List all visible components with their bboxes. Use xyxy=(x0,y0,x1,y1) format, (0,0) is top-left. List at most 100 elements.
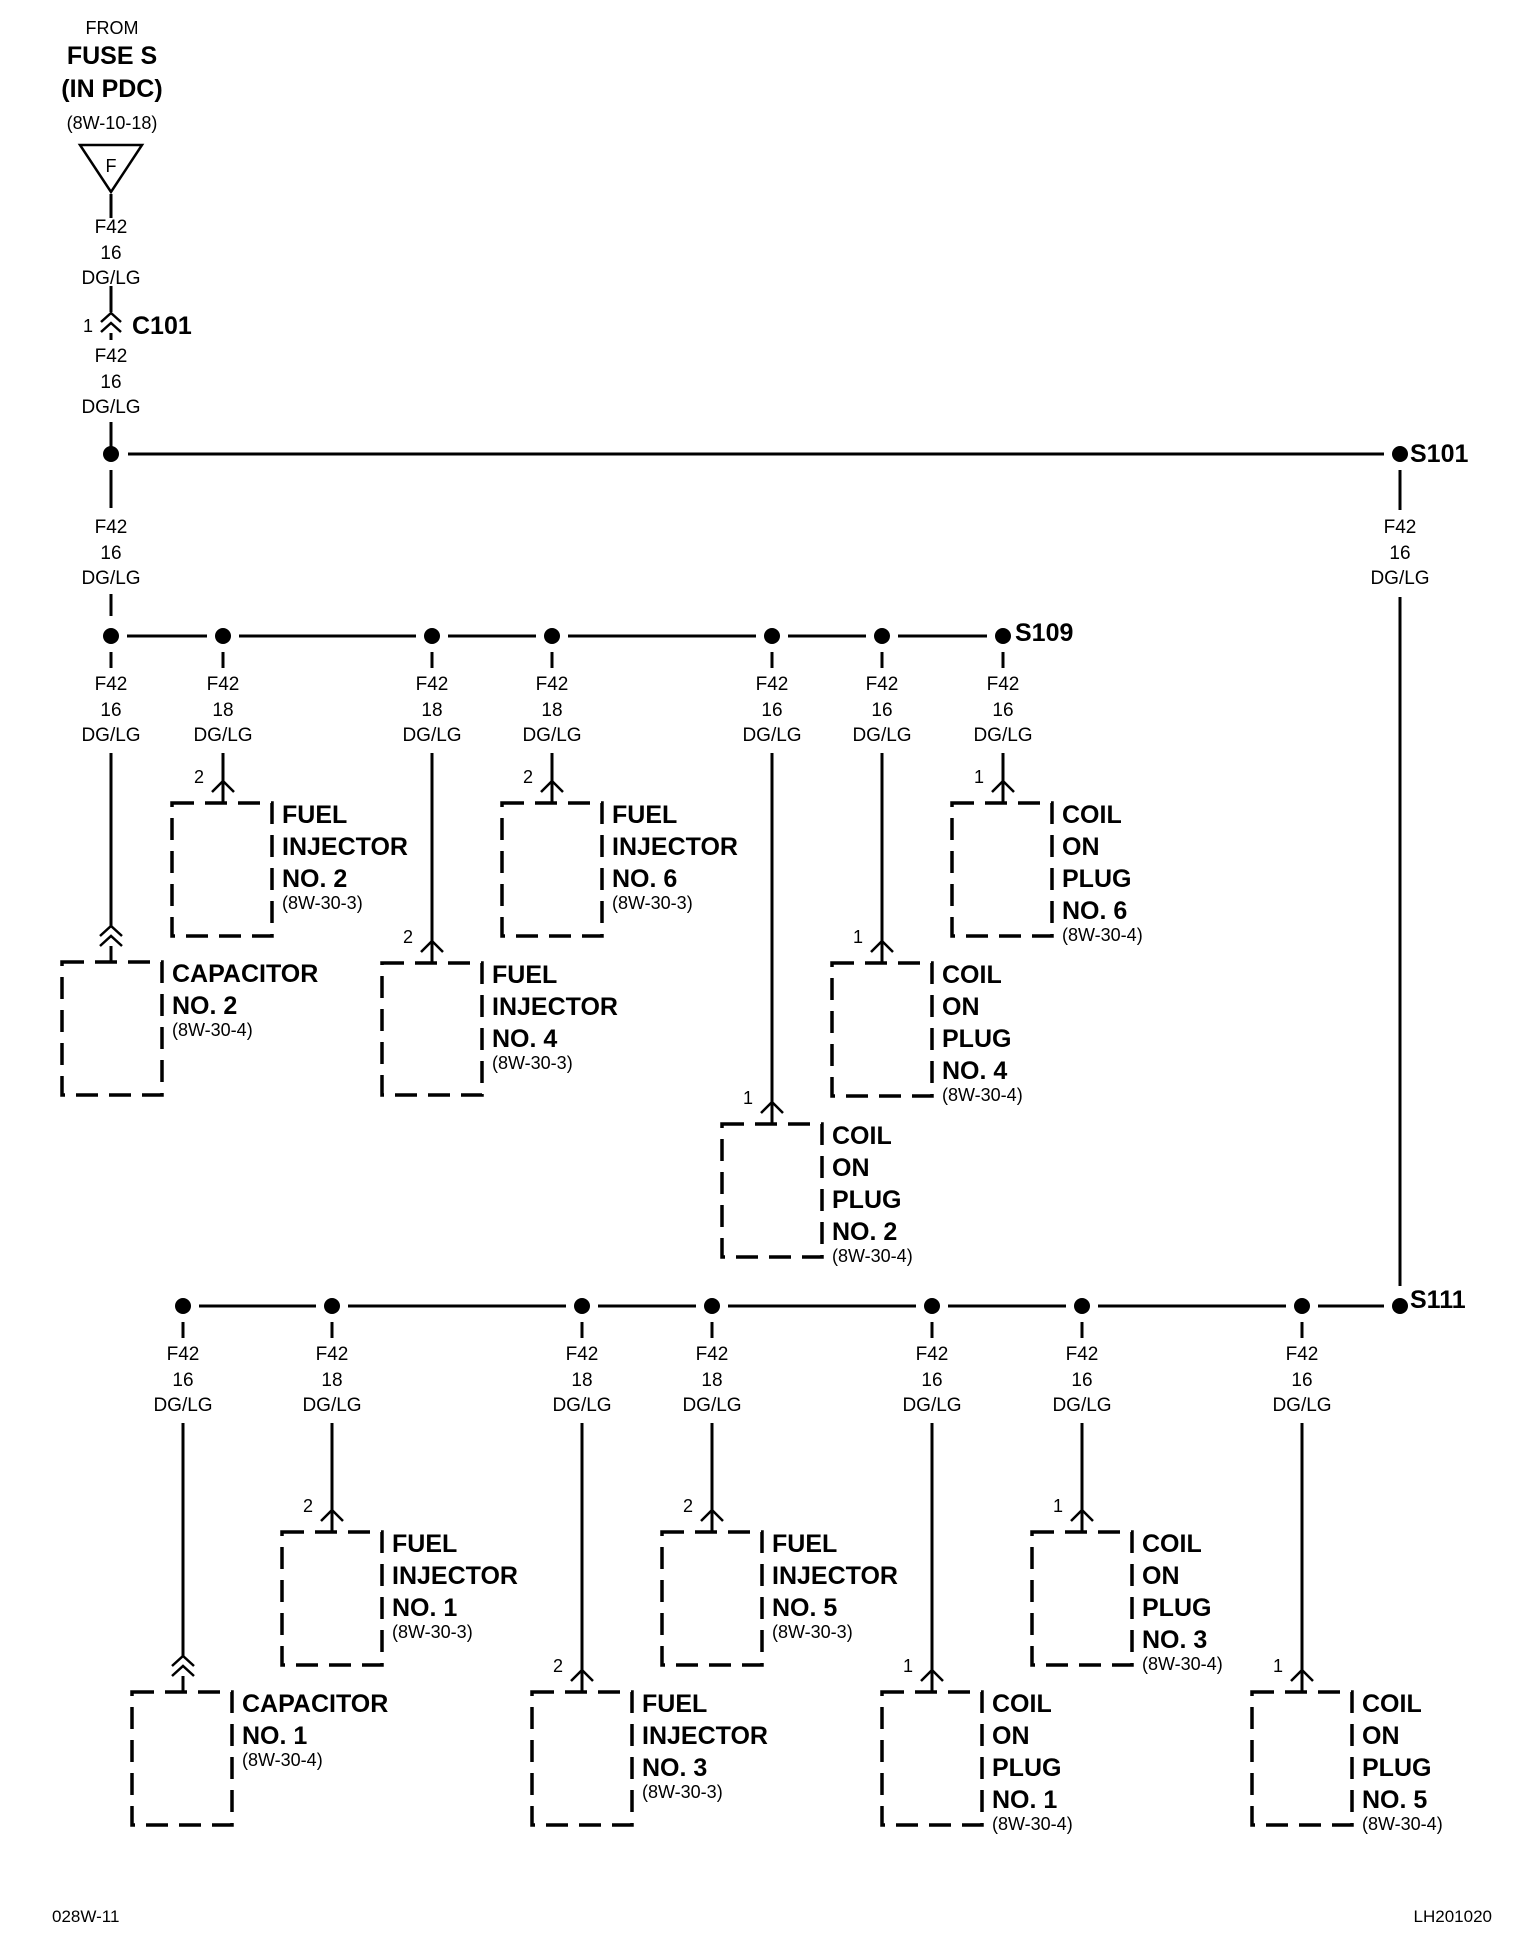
component-inj2-name-line: NO. 2 xyxy=(282,865,347,893)
component-cop6-ref: (8W-30-4) xyxy=(1062,925,1143,945)
component-cop4-name-line: ON xyxy=(942,993,980,1021)
wire-label-below-s101-left-gauge: 16 xyxy=(100,543,121,564)
footer-right: LH201020 xyxy=(1414,1907,1492,1926)
component-cop3-ref: (8W-30-4) xyxy=(1142,1654,1223,1674)
splice-s111-label: S111 xyxy=(1410,1286,1466,1314)
splice-s101-dot xyxy=(1392,446,1408,462)
drop-cop3-connector-icon xyxy=(1070,1508,1094,1522)
drop-cop1-connector-icon xyxy=(920,1668,944,1682)
splice-s109-dot xyxy=(424,628,440,644)
drop-inj4-pin: 2 xyxy=(403,927,413,947)
drop-inj5-wire-label-gauge: 18 xyxy=(701,1370,722,1391)
splice-s111-dot xyxy=(1074,1298,1090,1314)
drop-inj2-pin: 2 xyxy=(194,767,204,787)
component-cop1-name-line: PLUG xyxy=(992,1754,1061,1782)
drop-cop1-wire-label-circuit: F42 xyxy=(916,1344,949,1365)
splice-s109-dot xyxy=(764,628,780,644)
component-inj1-ref: (8W-30-3) xyxy=(392,1622,473,1642)
component-cop4-ref: (8W-30-4) xyxy=(942,1085,1023,1105)
component-cop1-box xyxy=(880,1690,984,1827)
component-inj3-name-line: FUEL xyxy=(642,1690,707,1718)
component-inj2-box xyxy=(170,801,274,938)
drop-cop3-wire-label-color: DG/LG xyxy=(1052,1395,1111,1416)
component-inj1-name-line: INJECTOR xyxy=(392,1562,518,1590)
wire-label-below-s101-right-gauge: 16 xyxy=(1389,543,1410,564)
drop-cap1-connector-icon xyxy=(171,1654,195,1677)
drop-inj3-wire-label-circuit: F42 xyxy=(566,1344,599,1365)
drop-cop5-wire-label-gauge: 16 xyxy=(1291,1370,1312,1391)
component-cop4-name-line: NO. 4 xyxy=(942,1057,1007,1085)
wire-label-below-s101-left-color: DG/LG xyxy=(81,568,140,589)
component-inj2-name-line: FUEL xyxy=(282,801,347,829)
splice-s101-left-dot xyxy=(103,446,119,462)
component-inj4-name-line: FUEL xyxy=(492,961,557,989)
component-cop6-name-line: ON xyxy=(1062,833,1100,861)
component-inj3-ref: (8W-30-3) xyxy=(642,1782,723,1802)
drop-cop5-pin: 1 xyxy=(1273,1656,1283,1676)
drop-inj5-wire-label-color: DG/LG xyxy=(682,1395,741,1416)
component-cap2-ref: (8W-30-4) xyxy=(172,1020,253,1040)
component-cop1-name-line: COIL xyxy=(992,1690,1052,1718)
component-cop1-ref: (8W-30-4) xyxy=(992,1814,1073,1834)
component-inj6-box xyxy=(500,801,604,938)
wire-label-above-c101-gauge: 16 xyxy=(100,243,121,264)
component-cop3-name-line: NO. 3 xyxy=(1142,1626,1207,1654)
drop-inj6-wire-label-color: DG/LG xyxy=(522,725,581,746)
splice-s109-dot xyxy=(995,628,1011,644)
splice-s109-label: S109 xyxy=(1015,619,1073,647)
component-cop6-name-line: PLUG xyxy=(1062,865,1131,893)
component-inj3-box xyxy=(530,1690,634,1827)
drop-cop3-pin: 1 xyxy=(1053,1496,1063,1516)
splice-s109-dot xyxy=(544,628,560,644)
component-cop4-box xyxy=(830,961,934,1098)
component-inj5-box xyxy=(660,1530,764,1667)
component-inj6-name-line: NO. 6 xyxy=(612,865,677,893)
source-location: (IN PDC) xyxy=(61,75,162,103)
drop-inj3-wire-label-gauge: 18 xyxy=(571,1370,592,1391)
drop-cop2-wire-label-gauge: 16 xyxy=(761,700,782,721)
fuse-source: FROM FUSE S (IN PDC) (8W-10-18) F xyxy=(61,18,163,195)
component-cop2-ref: (8W-30-4) xyxy=(832,1246,913,1266)
wire-label-below-c101-gauge: 16 xyxy=(100,372,121,393)
splice-s111-dot xyxy=(175,1298,191,1314)
component-cop6-name-line: COIL xyxy=(1062,801,1122,829)
component-cop5-name-line: NO. 5 xyxy=(1362,1786,1427,1814)
drop-cop4-pin: 1 xyxy=(853,927,863,947)
drop-cop2-pin: 1 xyxy=(743,1088,753,1108)
drop-inj1-wire-label-color: DG/LG xyxy=(302,1395,361,1416)
component-cop4-name-line: PLUG xyxy=(942,1025,1011,1053)
component-cop3-name-line: ON xyxy=(1142,1562,1180,1590)
component-cap1-name-line: CAPACITOR xyxy=(242,1690,388,1718)
fuse-triangle-icon xyxy=(77,143,145,195)
component-inj2-ref: (8W-30-3) xyxy=(282,893,363,913)
drop-cap1-wire-label-gauge: 16 xyxy=(172,1370,193,1391)
drop-inj4-wire-label-color: DG/LG xyxy=(402,725,461,746)
component-cap1-box xyxy=(130,1690,234,1827)
component-cap2-name-line: CAPACITOR xyxy=(172,960,318,988)
component-inj5-name-line: NO. 5 xyxy=(772,1594,837,1622)
drop-inj6-wire-label-circuit: F42 xyxy=(536,674,569,695)
drop-cop4-wire-label-color: DG/LG xyxy=(852,725,911,746)
splice-s109-dot xyxy=(215,628,231,644)
connector-c101-pin: 1 xyxy=(83,316,93,336)
drop-cop4-wire-label-circuit: F42 xyxy=(866,674,899,695)
component-cap1-name-line: NO. 1 xyxy=(242,1722,307,1750)
drop-cap2-wire-label-color: DG/LG xyxy=(81,725,140,746)
drop-inj3-pin: 2 xyxy=(553,1656,563,1676)
component-inj2-name-line: INJECTOR xyxy=(282,833,408,861)
connector-c101-icon xyxy=(100,311,122,333)
drop-cop5-connector-icon xyxy=(1290,1668,1314,1682)
drop-cap1-wire-label-circuit: F42 xyxy=(167,1344,200,1365)
drop-cop6-connector-icon xyxy=(991,779,1015,793)
drop-cop3-wire-label-gauge: 16 xyxy=(1071,1370,1092,1391)
component-cop1-name-line: NO. 1 xyxy=(992,1786,1057,1814)
component-cop5-name-line: PLUG xyxy=(1362,1754,1431,1782)
component-cop2-name-line: ON xyxy=(832,1154,870,1182)
splice-s111-dot xyxy=(924,1298,940,1314)
drop-cop3-wire-label-circuit: F42 xyxy=(1066,1344,1099,1365)
component-inj5-ref: (8W-30-3) xyxy=(772,1622,853,1642)
drop-inj3-connector-icon xyxy=(570,1668,594,1682)
drop-inj1-connector-icon xyxy=(320,1508,344,1522)
splice-s111-dot xyxy=(1392,1298,1408,1314)
